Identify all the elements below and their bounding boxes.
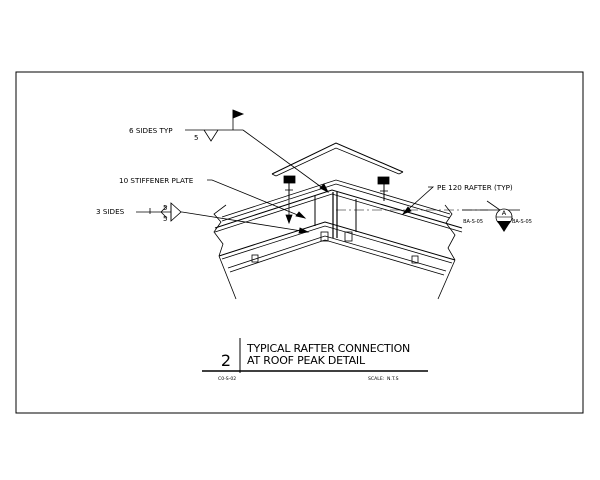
roof-sheeting xyxy=(221,179,451,218)
weld-size-left-bottom: 5 xyxy=(163,215,167,223)
weld-size-top: 5 xyxy=(194,134,198,142)
cut-line-left xyxy=(218,255,237,300)
rafter-top-flange xyxy=(214,189,463,229)
section-ref-right: BA-S-05 xyxy=(512,219,532,225)
ridge-cap-outer xyxy=(271,142,404,175)
break-line-right xyxy=(444,204,456,261)
bolt-lower-left xyxy=(251,254,259,263)
sheet-border xyxy=(15,71,584,414)
title-block: 2 TYPICAL RAFTER CONNECTION AT ROOF PEAK… xyxy=(202,338,428,382)
title-line-2: AT ROOF PEAK DETAIL xyxy=(247,354,366,367)
rafter-lower-edge xyxy=(227,235,447,272)
ridge-clip-left xyxy=(283,175,296,199)
bolt-lower-right xyxy=(411,255,419,264)
rafter-connection-detail xyxy=(213,142,463,300)
annotations xyxy=(136,109,520,234)
rafter-label: PE 120 RAFTER (TYP) xyxy=(437,183,513,192)
scale-label: SCALE: xyxy=(368,376,385,382)
stiffener-leader xyxy=(207,179,306,219)
weld-size-left-top: 5 xyxy=(163,204,167,212)
section-ref-left: BA-S-05 xyxy=(463,219,483,225)
section-marker: A BA-S-05 BA-S-05 xyxy=(463,208,532,232)
rafter-bottom-flange xyxy=(218,221,456,261)
title-line-1: TYPICAL RAFTER CONNECTION xyxy=(246,342,410,355)
weld-label-left: 3 SIDES xyxy=(96,207,125,216)
stiffener-label: 10 STIFFENER PLATE xyxy=(119,176,194,185)
cut-line-right xyxy=(437,259,456,300)
scale-value: N.T.S xyxy=(387,376,399,382)
weld-label-top: 6 SIDES TYP xyxy=(129,126,173,135)
sheet-reference: C0-S-02 xyxy=(218,376,236,382)
section-marker-letter: A xyxy=(502,209,507,217)
weld-leader-left xyxy=(181,211,309,233)
detail-number: 2 xyxy=(221,351,231,370)
bolt-left xyxy=(320,231,329,242)
ridge-cap-inner xyxy=(275,147,400,177)
ridge-clip-right xyxy=(377,176,390,201)
bolt-right xyxy=(344,231,353,242)
weld-leader-top xyxy=(242,129,329,193)
break-line-left xyxy=(213,204,227,257)
rafter-leader xyxy=(402,186,435,215)
